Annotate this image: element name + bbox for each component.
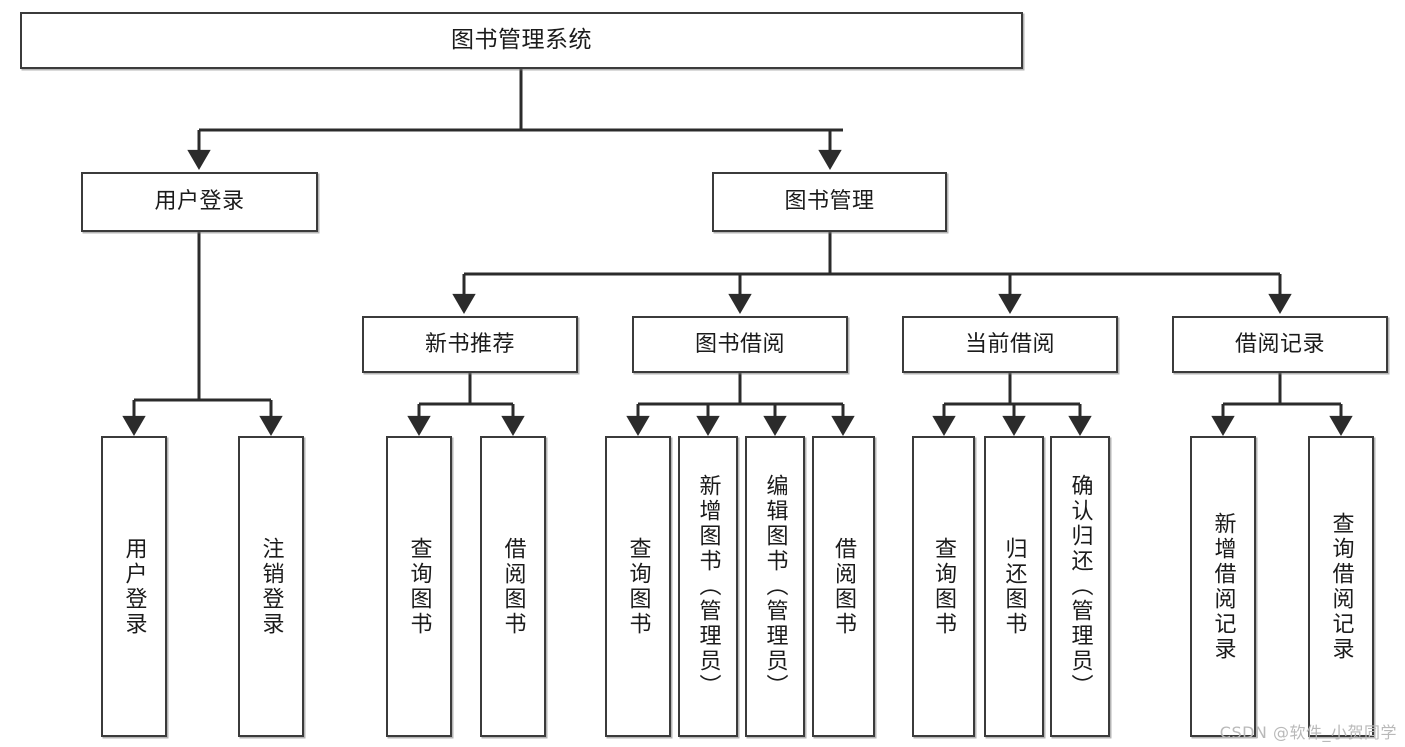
node-book-borrow[interactable]: 图书借阅 xyxy=(632,316,848,373)
node-root[interactable]: 图书管理系统 xyxy=(20,12,1023,69)
node-user-login-label: 用户登录 xyxy=(154,189,245,215)
node-book-management-label: 图书管理 xyxy=(784,189,875,215)
leaf-borrow-book[interactable]: 借阅图书 xyxy=(812,436,875,737)
leaf-query-book-new[interactable]: 查询图书 xyxy=(386,436,452,737)
node-root-label: 图书管理系统 xyxy=(451,26,592,53)
leaf-add-book-admin[interactable]: 新增图书（管理员） xyxy=(678,436,738,737)
node-current-borrow-label: 当前借阅 xyxy=(964,331,1055,357)
leaf-label: 借阅图书 xyxy=(500,536,526,637)
leaf-return-book[interactable]: 归还图书 xyxy=(984,436,1044,737)
leaf-label: 编辑图书（管理员） xyxy=(762,474,788,699)
node-new-book-recommend[interactable]: 新书推荐 xyxy=(362,316,578,373)
leaf-add-borrow-record[interactable]: 新增借阅记录 xyxy=(1190,436,1256,737)
leaf-label: 查询借阅记录 xyxy=(1328,511,1354,662)
node-current-borrow[interactable]: 当前借阅 xyxy=(902,316,1118,373)
leaf-query-book-current[interactable]: 查询图书 xyxy=(912,436,975,737)
leaf-label: 确认归还（管理员） xyxy=(1067,474,1093,699)
leaf-confirm-return-admin[interactable]: 确认归还（管理员） xyxy=(1050,436,1110,737)
node-book-borrow-label: 图书借阅 xyxy=(694,331,785,357)
leaf-label: 用户登录 xyxy=(121,536,147,637)
node-user-login[interactable]: 用户登录 xyxy=(81,172,318,232)
node-borrow-record[interactable]: 借阅记录 xyxy=(1172,316,1388,373)
leaf-label: 查询图书 xyxy=(931,536,957,637)
leaf-label: 归还图书 xyxy=(1001,536,1027,637)
node-book-management[interactable]: 图书管理 xyxy=(712,172,947,232)
leaf-label: 新增图书（管理员） xyxy=(695,474,721,699)
leaf-label: 注销登录 xyxy=(258,536,284,637)
node-new-book-recommend-label: 新书推荐 xyxy=(424,331,515,357)
leaf-label: 新增借阅记录 xyxy=(1210,511,1236,662)
leaf-user-logout[interactable]: 注销登录 xyxy=(238,436,304,737)
leaf-label: 查询图书 xyxy=(406,536,432,637)
leaf-query-book-borrow[interactable]: 查询图书 xyxy=(605,436,671,737)
leaf-label: 借阅图书 xyxy=(831,536,857,637)
leaf-label: 查询图书 xyxy=(625,536,651,637)
leaf-edit-book-admin[interactable]: 编辑图书（管理员） xyxy=(745,436,805,737)
leaf-borrow-book-new[interactable]: 借阅图书 xyxy=(480,436,546,737)
node-borrow-record-label: 借阅记录 xyxy=(1234,331,1325,357)
leaf-query-borrow-record[interactable]: 查询借阅记录 xyxy=(1308,436,1374,737)
leaf-user-login[interactable]: 用户登录 xyxy=(101,436,167,737)
